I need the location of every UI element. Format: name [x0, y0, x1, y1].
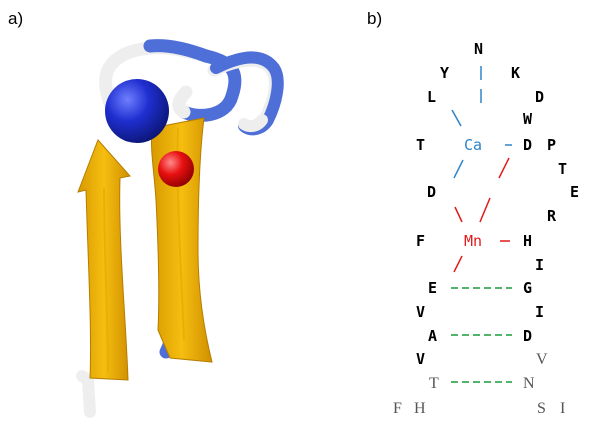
loop-bottom-white	[76, 370, 96, 418]
panel-a-label: a)	[8, 9, 23, 28]
ca-coordination-lines	[451, 66, 512, 179]
residue-g-pair: G	[523, 279, 532, 297]
residue-a-pair: A	[428, 327, 437, 345]
beta-strand-left-ridge	[103, 187, 109, 373]
residue-w: W	[523, 110, 533, 128]
mn-coordination-lines	[453, 157, 510, 273]
residue-s-light: S	[537, 400, 546, 417]
residue-i-1: I	[535, 256, 544, 274]
residue-t-light: T	[429, 375, 439, 392]
residue-d-left2: D	[427, 183, 436, 201]
residue-labels: N Y K L D W T D P T D E R F H I E G V I …	[416, 40, 579, 368]
residue-v-left2: V	[416, 350, 425, 368]
protein-ribbon-structure	[76, 39, 284, 418]
mn-bond-f	[453, 255, 463, 273]
hydrogen-bonds	[451, 287, 512, 383]
ca-bond-l	[451, 109, 462, 127]
beta-strand-right-ridge	[176, 127, 185, 341]
residue-y: Y	[440, 64, 449, 82]
mn-bond-d-right-2	[479, 197, 491, 223]
beta-strand-left	[77, 139, 131, 381]
residue-h-light: H	[414, 400, 426, 417]
loop-hairpin-end	[238, 114, 268, 133]
residue-t-left: T	[416, 136, 425, 154]
residue-n-top: N	[474, 40, 483, 58]
residue-n-light: N	[523, 375, 535, 392]
residue-e-right: E	[570, 183, 579, 201]
residue-r: R	[547, 207, 557, 225]
manganese-ion-label: Mn	[464, 232, 482, 250]
manganese-ion-sphere	[158, 151, 194, 187]
residue-l: L	[427, 88, 436, 106]
residue-p: P	[547, 136, 556, 154]
residue-v-light: V	[536, 351, 548, 368]
residue-i-light: I	[560, 400, 565, 417]
residue-h-mn: H	[523, 232, 532, 250]
residue-v-left1: V	[416, 303, 425, 321]
loop-tubes	[76, 39, 284, 418]
residue-t-right: T	[558, 160, 567, 178]
calcium-ion-sphere	[105, 79, 169, 143]
residue-k: K	[511, 64, 520, 82]
mn-bond-d-right-1	[498, 157, 510, 179]
residue-d-pair: D	[523, 327, 532, 345]
residue-labels-light: V T N F H S I	[393, 351, 565, 417]
mn-bond-d-left	[454, 206, 463, 223]
residue-f-light: F	[393, 400, 402, 417]
coordination-diagram: Ca Mn N Y K L D W T D P T D E R F H I E …	[393, 40, 579, 417]
residue-f-left: F	[416, 232, 425, 250]
residue-e-pair: E	[428, 279, 437, 297]
calcium-ion-label: Ca	[464, 136, 482, 154]
residue-i-2: I	[535, 303, 544, 321]
residue-d-right1: D	[535, 88, 544, 106]
ca-bond-d-left	[453, 159, 464, 179]
residue-d-ca: D	[523, 136, 532, 154]
panel-b-label: b)	[367, 9, 382, 28]
loop-right-white	[172, 85, 193, 119]
